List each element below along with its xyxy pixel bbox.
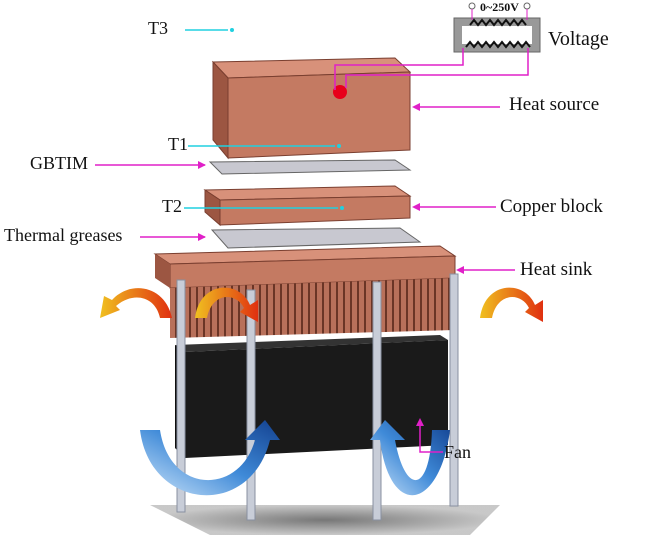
heat-sink: [153, 245, 457, 338]
t1-label: T1: [168, 134, 188, 154]
hot-air-arrow-3: [480, 287, 543, 322]
thermal-grease-sheet: [210, 227, 422, 249]
thermal-greases-label: Thermal greases: [4, 225, 123, 245]
cold-air-arrow-right: [370, 420, 450, 496]
heat-source-label: Heat source: [509, 94, 600, 115]
voltage-regulator: [453, 2, 541, 53]
hot-air-arrow-2: [195, 287, 258, 322]
t3-label: T3: [148, 18, 168, 38]
heat-sink-label: Heat sink: [520, 259, 593, 280]
fan: [175, 335, 448, 458]
heat-source-block: [211, 57, 412, 160]
copper-block-label: Copper block: [500, 196, 603, 217]
cold-air-arrow-left: [140, 420, 280, 496]
gbtim-sheet: [208, 159, 412, 175]
copper-block: [203, 185, 412, 227]
hot-air-arrow-1: [100, 288, 172, 318]
fan-label: Fan: [444, 442, 471, 462]
heater-point: [333, 85, 347, 99]
leader-lines: [95, 28, 529, 453]
airflow-arrows: [100, 287, 543, 496]
gbtim-label: GBTIM: [30, 153, 88, 173]
t2-label: T2: [162, 196, 182, 216]
voltage-range-label: 0~250V: [480, 0, 519, 14]
floor-shadow: [150, 505, 500, 535]
voltage-label: Voltage: [548, 28, 609, 50]
leader-arrowheads: [198, 103, 464, 426]
support-legs: [176, 273, 459, 521]
